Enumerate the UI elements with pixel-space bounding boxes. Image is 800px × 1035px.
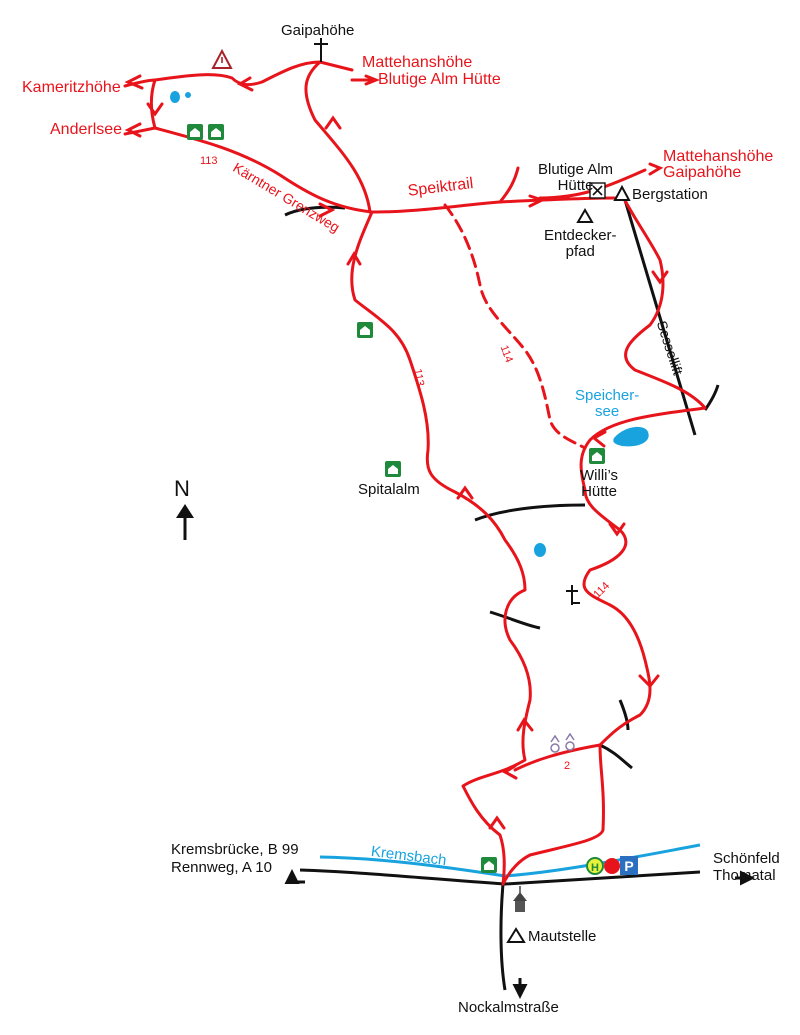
- trail-114-ascent: [579, 193, 707, 747]
- label-kremsbruecke: Kremsbrücke, B 99: [171, 841, 299, 858]
- lakes: [170, 91, 649, 557]
- label-schoenfeld: Schönfeld: [713, 850, 780, 867]
- hut-icons: [187, 124, 605, 873]
- willis-hut-icon: [589, 448, 605, 464]
- arrow-anderlsee: [124, 122, 142, 138]
- arrow-right-mattehans: [648, 162, 664, 176]
- willis-line2: Hütte: [581, 482, 617, 500]
- speicher-line1: Speicher-: [575, 387, 640, 404]
- label-mautstelle: Mautstelle: [528, 928, 597, 945]
- arrow-up-lower: [516, 717, 534, 732]
- forest-road-5: [599, 743, 633, 770]
- label-speichersee: Speicher- see: [575, 388, 639, 420]
- west-link-trail: [123, 78, 157, 136]
- meeting-point-icon: [604, 858, 620, 874]
- direction-arrows: [124, 74, 669, 830]
- hut-icon: [187, 124, 203, 140]
- arrow-speicher: [591, 430, 607, 448]
- speicher-line2: see: [595, 402, 620, 420]
- label-anderlsee: Anderlsee: [50, 121, 123, 138]
- parking-icon: P: [620, 856, 638, 875]
- arrow-climb: [324, 115, 342, 130]
- label-gaipahoehe-right: Gaipahöhe: [663, 164, 742, 181]
- chapel-icon: [513, 886, 527, 912]
- label-rennweg: Rennweg, A 10: [171, 859, 272, 876]
- label-trail-113-top: 113: [200, 155, 218, 167]
- trail-114-dashed: [443, 203, 587, 450]
- arrow-left-lower: [501, 764, 518, 780]
- warning-sign-icon: [211, 48, 233, 69]
- entdecker-line1: Entdecker-: [544, 227, 617, 244]
- label-trail-2: 2: [564, 760, 571, 772]
- north-label: N: [174, 476, 190, 501]
- peak-triangles: [506, 184, 631, 943]
- entdecker-line2: pfad: [565, 242, 595, 260]
- arrow-upper: [236, 76, 254, 92]
- lower-east-trail: [501, 743, 605, 886]
- label-mattehanshoehe-top: Mattehanshöhe: [362, 54, 473, 71]
- label-entdeckerpfad: Entdecker- pfad: [544, 228, 617, 260]
- arrow-speik: [528, 194, 546, 208]
- upper-loop-trail: [153, 60, 372, 214]
- forest-road-1: [284, 205, 346, 217]
- arrow-mattehans: [364, 74, 381, 86]
- svg-text:H: H: [591, 862, 599, 874]
- label-gaipahoehe: Gaipahöhe: [281, 22, 355, 39]
- label-kameritzhoehe: Kameritzhöhe: [22, 79, 121, 96]
- arrow-113-mid: [456, 485, 474, 500]
- arrow-west-down: [146, 102, 164, 117]
- bus-stop-icon: H: [586, 857, 604, 875]
- label-spitalalm: Spitalalm: [358, 481, 420, 498]
- label-mattehanshoehe-right: Mattehanshöhe: [663, 148, 774, 165]
- arrow-kameritz: [124, 74, 144, 90]
- label-blutige-alm: Blutige Alm Hütte: [538, 162, 613, 194]
- speichersee-lake-icon: [613, 426, 649, 447]
- restaurant-icon: [589, 182, 606, 199]
- forest-road-4: [618, 699, 630, 731]
- mountain-bike-icon: [550, 732, 575, 753]
- forest-road-6: [703, 384, 720, 411]
- mautstelle-triangle-icon: [506, 927, 526, 943]
- label-trail-113-mid: 113: [411, 367, 427, 388]
- bergstation-triangle-icon: [613, 184, 631, 201]
- entdeckerpfad-triangle-icon: [576, 208, 594, 223]
- pond-icon: [534, 543, 546, 557]
- mattehans-branch: [318, 60, 377, 82]
- arrow-113-up: [346, 251, 362, 266]
- willis-line1: Willi’s: [580, 467, 619, 484]
- spitalalm-hut-icon: [385, 461, 401, 477]
- lake-icon: [170, 91, 180, 103]
- trail-113-descent: [350, 210, 532, 886]
- blutige-alm-line2: Hütte: [557, 176, 594, 194]
- nockalmstrasse-road: [499, 883, 507, 991]
- arrow-valley: [488, 815, 506, 830]
- lake-icon: [185, 92, 191, 98]
- wayside-cross-icon: [566, 585, 580, 605]
- forest-road-3: [489, 610, 541, 630]
- north-arrow-icon: [176, 504, 194, 540]
- svg-text:P: P: [624, 858, 633, 874]
- roads: [284, 189, 720, 991]
- valley-hut-icon: [481, 857, 497, 873]
- forest-road-2: [474, 503, 586, 522]
- label-nockalmstrasse: Nockalmstraße: [458, 999, 559, 1016]
- label-willis-huette: Willi’s Hütte: [580, 468, 618, 500]
- main-road: [299, 868, 701, 886]
- arrow-willis: [608, 522, 626, 537]
- blutige-alm-line1: Blutige Alm: [538, 161, 614, 178]
- arrow-114-top: [651, 270, 669, 285]
- label-thomatal: Thomatal: [713, 867, 776, 884]
- label-bergstation: Bergstation: [632, 186, 708, 203]
- hut-icon: [357, 322, 373, 338]
- hut-icon: [208, 124, 224, 140]
- arrow-west-road: [284, 869, 305, 884]
- summit-cross-icon: [314, 38, 328, 62]
- arrow-grenzweg: [318, 202, 336, 218]
- road-arrows: [284, 869, 755, 999]
- label-blutige-alm-top: Blutige Alm Hütte: [378, 71, 501, 88]
- arrow-114-lower: [638, 674, 660, 689]
